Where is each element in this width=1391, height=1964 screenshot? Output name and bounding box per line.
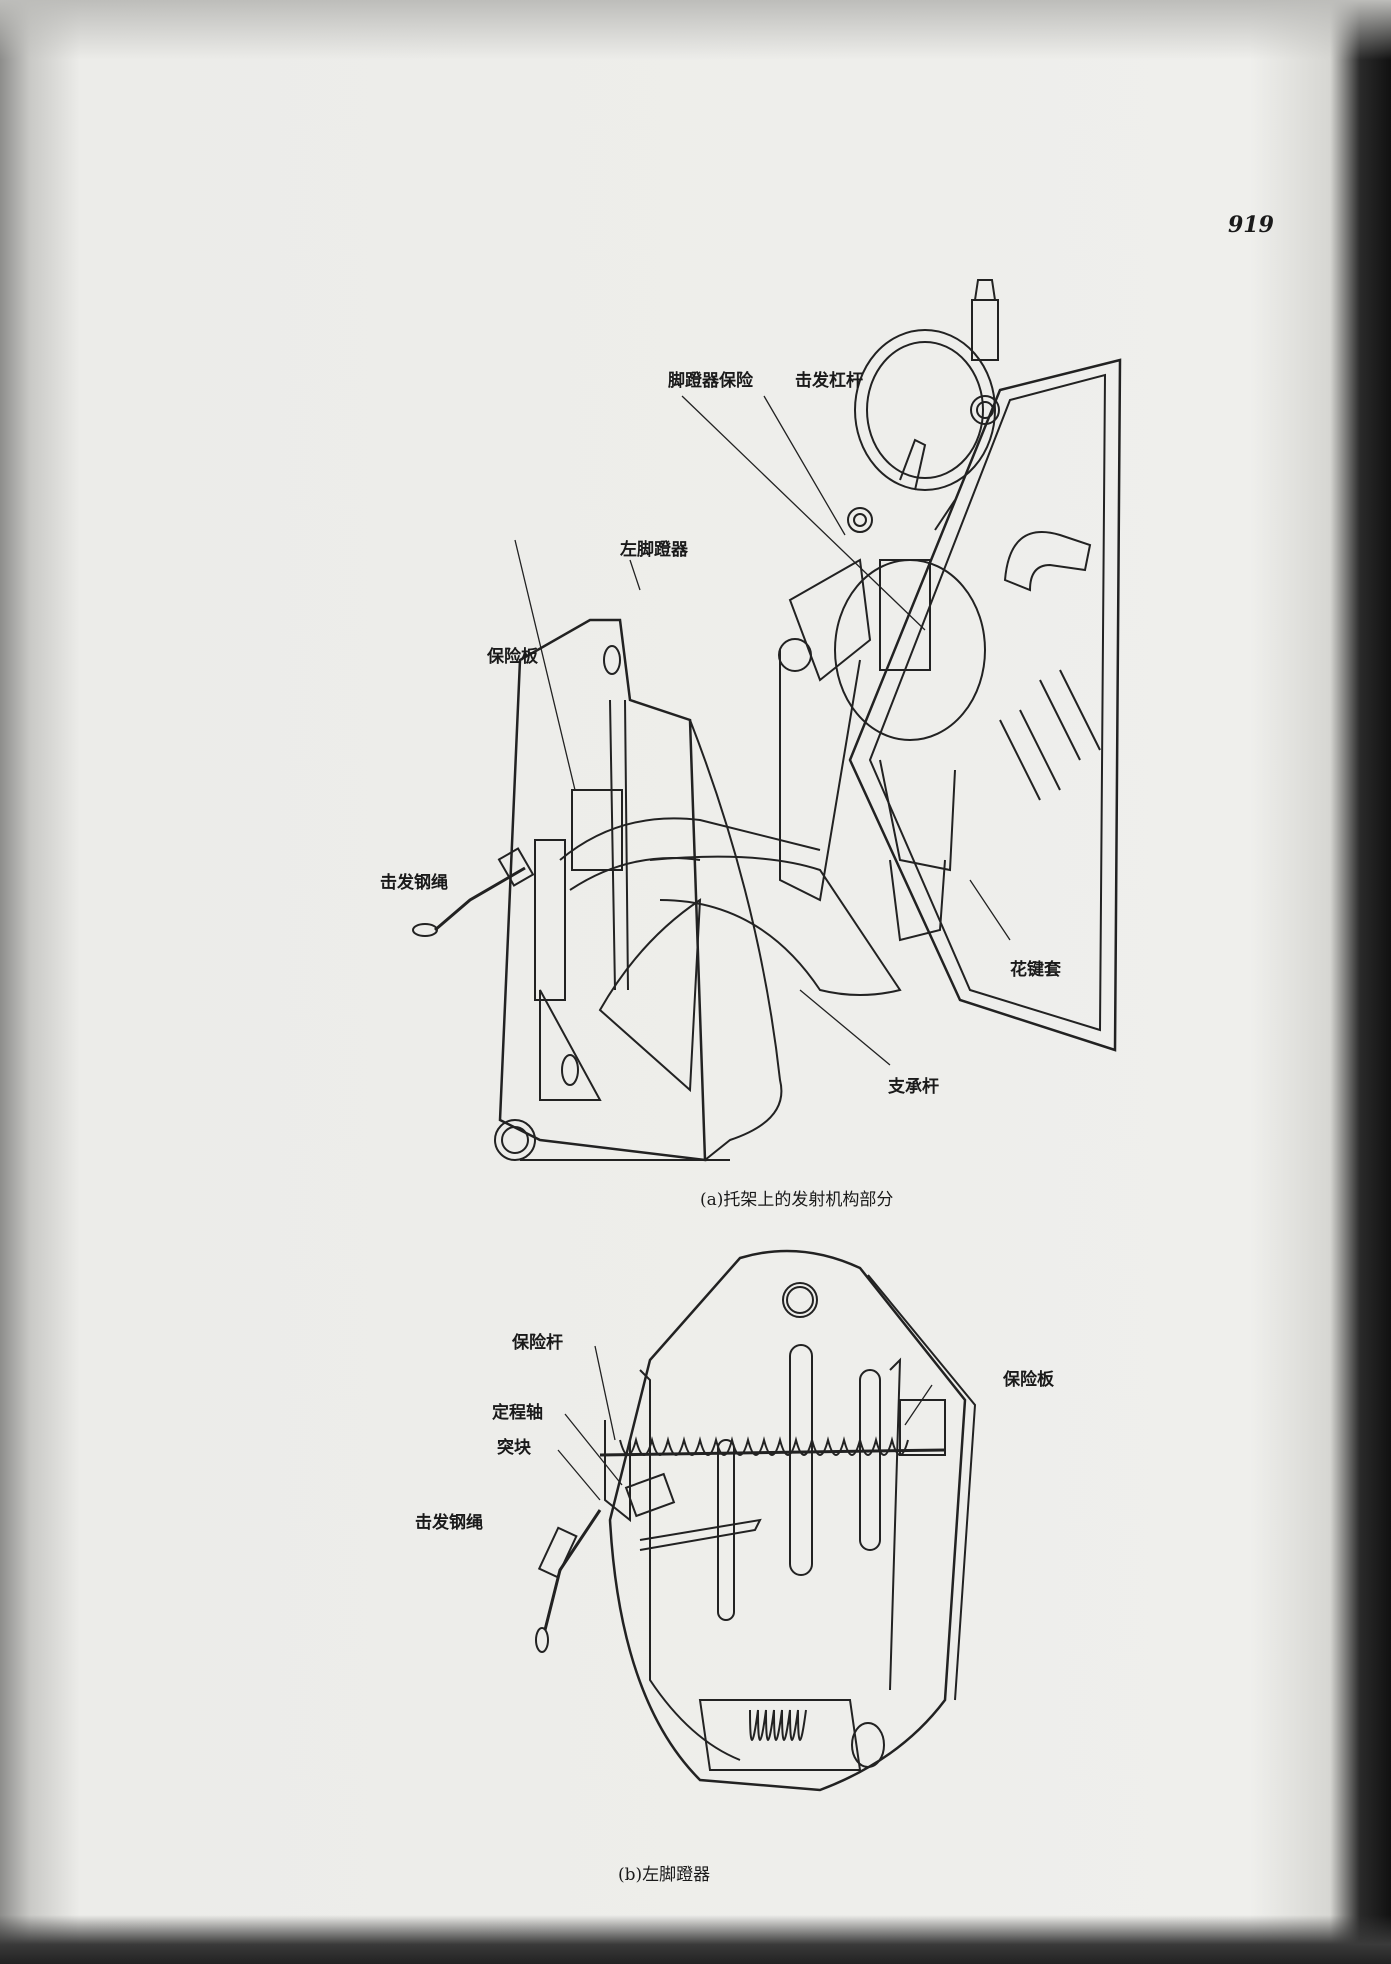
label-safety-rod: 保险杆 xyxy=(512,1333,563,1353)
page-number: 919 xyxy=(1228,212,1274,238)
left-pedal-illustration xyxy=(535,1249,977,1792)
scan-shadow-bottom xyxy=(0,1915,1391,1964)
label-firing-cable: 击发钢绳 xyxy=(380,873,448,893)
label-firing-cable-b: 击发钢绳 xyxy=(415,1513,483,1533)
label-left-pedal: 左脚蹬器 xyxy=(620,540,688,560)
label-support-rod: 支承杆 xyxy=(888,1077,939,1097)
label-spline-sleeve: 花键套 xyxy=(1010,960,1061,980)
label-pedal-safety: 脚蹬器保险 xyxy=(668,371,753,391)
scan-shadow-top xyxy=(0,0,1391,60)
label-safety-plate-b: 保险板 xyxy=(1003,1370,1054,1390)
label-lug: 突块 xyxy=(497,1438,531,1458)
firing-mechanism-illustration xyxy=(412,279,1122,1162)
label-stroke-shaft: 定程轴 xyxy=(492,1403,543,1423)
label-firing-lever: 击发杠杆 xyxy=(795,371,863,391)
figure-a-caption: (a)托架上的发射机构部分 xyxy=(700,1190,894,1210)
label-safety-plate: 保险板 xyxy=(487,647,538,667)
figure-b-caption: (b)左脚蹬器 xyxy=(618,1865,711,1885)
